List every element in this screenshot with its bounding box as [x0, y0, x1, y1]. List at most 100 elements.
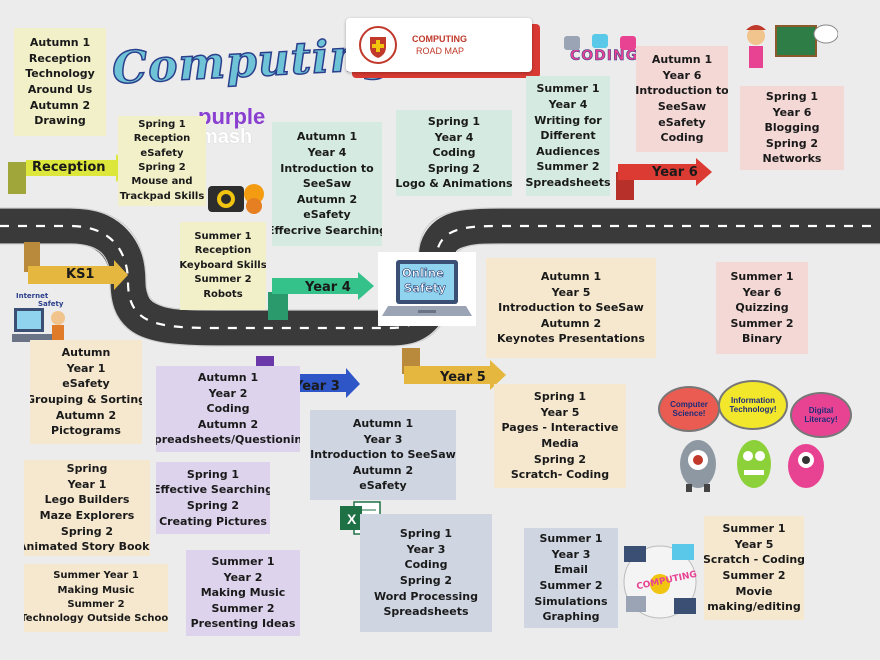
year1-spring-card: Spring Year 1 Lego Builders Maze Explore…: [24, 460, 150, 556]
card-line: Audiences: [536, 144, 600, 158]
road-map-header: COMPUTING ROAD MAP: [346, 18, 532, 72]
year5-label: Year 5: [440, 370, 486, 385]
card-line: Year 3: [551, 547, 591, 561]
reception-summer-card: Summer 1 Reception Keyboard Skills Summe…: [180, 222, 266, 310]
card-line: Spring 2: [765, 136, 819, 150]
card-line: Creating Pictures: [159, 514, 267, 528]
card-line: Mouse and: [131, 176, 193, 188]
card-line: Trackpad Skills: [119, 190, 205, 202]
card-line: Year 3: [406, 542, 446, 556]
card-line: Spring 2: [399, 574, 453, 587]
card-line: Autumn 2: [352, 463, 414, 477]
year5-summer-card: Summer 1 Year 5 Scratch - Coding Summer …: [704, 516, 804, 620]
year3-autumn-card: Autumn 1 Year 3 Introduction to SeeSaw A…: [310, 410, 456, 500]
card-line: Summer 2: [211, 601, 275, 615]
year5-arrow: [402, 348, 506, 390]
card-line: Graphing: [542, 610, 600, 624]
card-line: Summer 2: [722, 569, 786, 582]
reception-arrow: [8, 154, 132, 194]
card-line: Word Processing: [373, 589, 479, 603]
card-line: Autumn 1: [651, 53, 713, 67]
year3-label: Year 3: [294, 379, 340, 394]
information-technology-line2: Technology!: [729, 405, 777, 414]
card-line: SeeSaw: [302, 177, 352, 191]
card-line: eSafety: [140, 147, 184, 159]
card-line: Autumn 1: [296, 130, 358, 144]
card-line: eSafety: [62, 377, 110, 391]
card-line: Presenting Ideas: [190, 617, 296, 631]
card-line: Autumn 1: [29, 36, 91, 50]
card-line: Lego Builders: [44, 493, 130, 507]
card-line: Introduction to: [636, 84, 728, 98]
card-line: Summer 1: [730, 270, 794, 284]
card-line: Year 4: [548, 98, 588, 112]
information-technology-bubble: Information Technology!: [718, 380, 788, 430]
card-line: Summer 1: [536, 82, 600, 96]
digital-literacy-line1: Digital: [808, 406, 834, 415]
online-safety-line1: Online: [402, 266, 444, 281]
header-title-line2: ROAD MAP: [416, 46, 465, 56]
card-line: Autumn 2: [296, 192, 358, 206]
year1-summer-card: Summer Year 1 Making Music Summer 2 Tech…: [24, 564, 168, 632]
header-title-line1: COMPUTING: [412, 34, 467, 44]
year3-summer-card: Summer 1 Year 3 Email Summer 2 Simulatio…: [524, 528, 618, 628]
card-line: Spreadsheets: [526, 175, 610, 189]
computer-science-line1: Computer: [670, 400, 708, 409]
card-line: Technology Outside School: [24, 613, 168, 625]
laptop-icon: [382, 260, 472, 316]
card-line: Spring: [66, 462, 108, 476]
card-line: Scratch- Coding: [510, 468, 610, 482]
purple-mash-logo-line1: purple: [198, 104, 266, 129]
card-line: Email: [554, 563, 588, 577]
card-line: Autumn 1: [540, 270, 602, 284]
card-line: Year 6: [662, 68, 702, 82]
card-line: Summer 2: [536, 160, 600, 174]
computer-science-bubble: Computer Science!: [658, 386, 720, 432]
card-line: Reception: [194, 245, 252, 257]
card-line: Technology: [25, 67, 95, 81]
card-line: Spring 1: [138, 118, 186, 130]
information-technology-line1: Information: [731, 396, 775, 405]
card-line: Movie: [735, 584, 773, 598]
card-line: Keyboard Skills: [180, 259, 266, 271]
year4-label: Year 4: [305, 280, 351, 295]
card-line: Year 2: [208, 386, 248, 400]
internet-safety-line1: Internet: [16, 292, 49, 300]
card-line: Spring 1: [399, 527, 453, 541]
card-line: Effective Searching: [156, 483, 270, 497]
card-line: Maze Explorers: [39, 509, 135, 522]
year5-autumn-card: Autumn 1 Year 5 Introduction to SeeSaw A…: [486, 258, 656, 358]
card-line: Year 4: [307, 146, 347, 160]
card-line: Coding: [206, 402, 250, 416]
year5-spring-card: Spring 1 Year 5 Pages - Interactive Medi…: [494, 384, 626, 488]
card-line: Logo & Animations: [396, 177, 512, 191]
card-line: Binary: [741, 332, 782, 346]
road-center-line: [0, 224, 880, 330]
card-line: Quizzing: [735, 301, 789, 315]
card-line: Pages - Interactive: [501, 421, 619, 435]
card-line: Spring 1: [765, 90, 819, 104]
card-line: Making Music: [57, 584, 135, 596]
card-line: Coding: [432, 146, 476, 160]
card-line: Year 4: [434, 130, 474, 144]
card-line: Introduction to SeeSaw: [498, 301, 644, 315]
card-line: Autumn 2: [540, 316, 602, 330]
card-line: Grouping & Sorting: [30, 393, 142, 406]
year6-autumn-card: Autumn 1 Year 6 Introduction to SeeSaw e…: [636, 46, 728, 152]
internet-safety-line2: Safety: [38, 300, 64, 308]
card-line: Spring 2: [60, 524, 114, 538]
year4-arrow: [268, 272, 374, 320]
card-line: Scratch - Coding: [704, 553, 804, 567]
card-line: Year 5: [540, 405, 580, 419]
card-line: Media: [541, 437, 579, 450]
card-line: Summer 1: [211, 555, 275, 569]
year1-autumn-card: Autumn Year 1 eSafety Grouping & Sorting…: [30, 340, 142, 444]
card-line: Year 5: [551, 285, 591, 299]
card-line: Spreadsheets/Questioning: [156, 433, 300, 447]
reception-label: Reception: [32, 160, 106, 175]
card-line: Robots: [203, 288, 243, 300]
card-line: Summer Year 1: [53, 570, 139, 582]
year2-spring-card: Spring 1 Effective Searching Spring 2 Cr…: [156, 462, 270, 534]
card-line: Blogging: [764, 121, 820, 135]
digital-literacy-bubble: Digital Literacy!: [790, 392, 852, 438]
